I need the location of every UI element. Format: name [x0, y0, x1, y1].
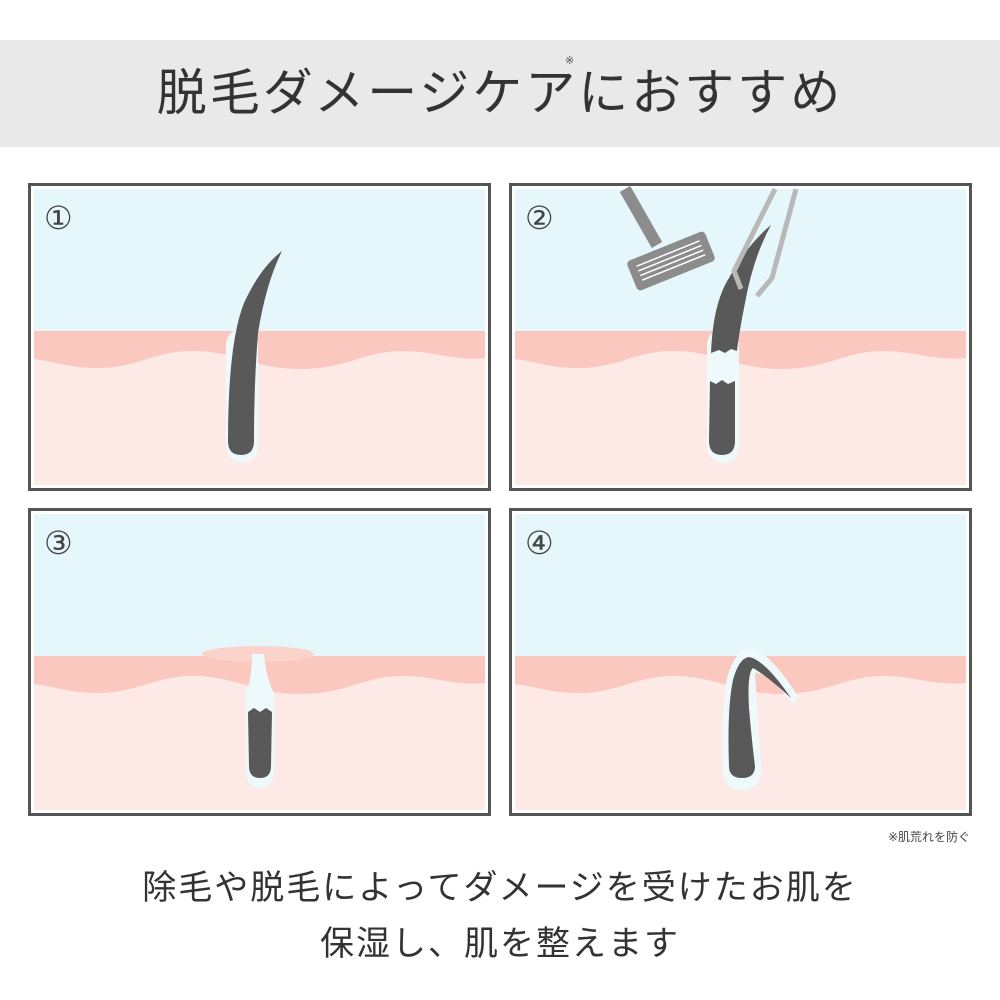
page-title: 脱毛ダメージケアにおすすめ	[156, 64, 844, 122]
tweezers-icon	[731, 187, 799, 298]
razor-icon	[619, 186, 715, 291]
panel-1: ①	[28, 183, 491, 491]
hair-root	[248, 708, 272, 778]
epidermis-layer	[515, 331, 966, 369]
panel-3: ③	[28, 508, 491, 816]
hair-icon	[228, 251, 282, 455]
hair-root	[709, 380, 735, 455]
ingrown-hair-icon	[728, 657, 791, 778]
epidermis-layer	[34, 331, 485, 369]
panel-4: ④	[509, 508, 972, 816]
description-line-2: 保湿し、肌を整えます	[320, 924, 680, 964]
skin-background	[509, 183, 972, 491]
description-line-1: 除毛や脱毛によってダメージを受けたお肌を	[142, 868, 858, 908]
footnote: ※肌荒れを防ぐ	[887, 830, 970, 844]
panel-number: ④	[525, 524, 554, 562]
skin-background	[28, 183, 491, 491]
title-band: 脱毛ダメージケアにおすすめ ※	[0, 40, 1000, 147]
panel-2: ②	[509, 183, 972, 491]
panel-number: ③	[44, 524, 73, 562]
title-footnote-mark: ※	[565, 54, 575, 67]
panel-number: ①	[44, 199, 73, 237]
panel-number: ②	[525, 199, 554, 237]
